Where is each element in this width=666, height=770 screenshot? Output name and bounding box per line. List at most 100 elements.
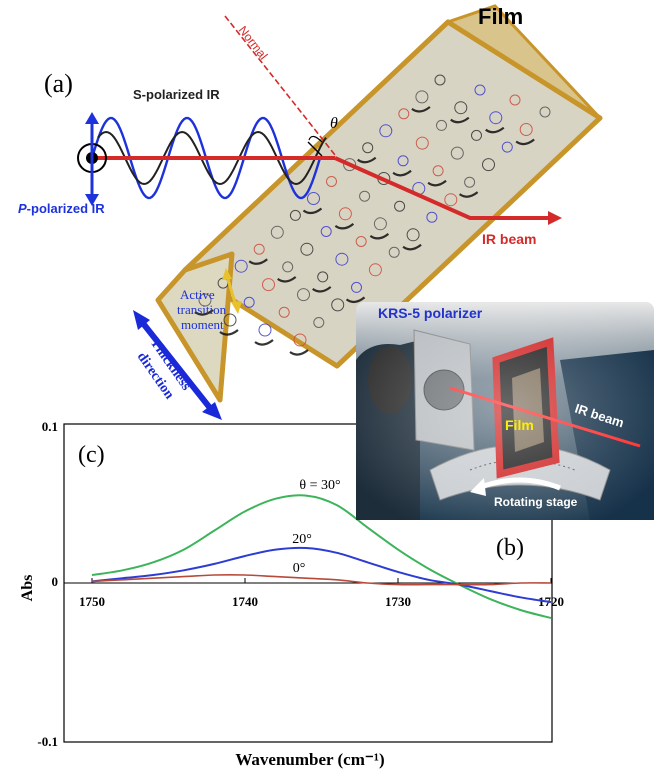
- curve-label-30: θ = 30°: [299, 478, 340, 493]
- molecule-ring: [362, 142, 374, 154]
- molecule-ring: [355, 236, 367, 247]
- molecule-bond: [392, 169, 412, 177]
- molecule-ring: [198, 293, 212, 307]
- molecule-ring: [289, 209, 301, 221]
- film-side-face: [155, 251, 235, 403]
- molecule-bond: [248, 258, 268, 265]
- panel-c-label: (c): [78, 442, 105, 468]
- molecule-ring: [243, 296, 255, 308]
- theta-label: θ: [330, 115, 338, 132]
- p-arrow-up-icon: [85, 112, 99, 124]
- active-label-line2: transition: [177, 302, 227, 317]
- film-label-b: Film: [505, 417, 534, 433]
- molecule-ring: [464, 176, 476, 188]
- transmitted-beam: [334, 156, 548, 220]
- molecule-ring: [519, 123, 533, 136]
- molecule-ring: [444, 193, 458, 207]
- molecule-ring: [253, 243, 265, 255]
- curve-label-0: 0°: [293, 561, 306, 576]
- molecule-ring: [539, 106, 551, 118]
- series-line-theta30: [91, 494, 552, 619]
- molecule-ring: [406, 228, 420, 242]
- y-tick-label-zero: 0: [52, 574, 59, 589]
- photo-highlight: [356, 302, 654, 520]
- molecule-ring: [258, 323, 272, 337]
- rotation-arrow-head-icon: [470, 478, 486, 496]
- molecule-ring: [343, 158, 357, 172]
- molecule-bond: [312, 286, 332, 293]
- molecule-ring: [415, 90, 429, 104]
- molecule-ring: [293, 333, 307, 347]
- molecule-ring: [359, 190, 371, 202]
- s-polarized-wave: [97, 130, 327, 186]
- molecule-ring: [278, 306, 290, 318]
- p-polarized-suffix: -polarized IR: [27, 201, 106, 216]
- molecule-ring: [489, 111, 503, 125]
- molecule-bond: [219, 329, 239, 336]
- molecule-ring: [223, 313, 237, 327]
- molecule-ring: [482, 158, 495, 172]
- molecule-bond: [411, 106, 431, 113]
- molecule-bond: [254, 339, 274, 346]
- molecule-bond: [427, 179, 447, 187]
- molecule-ring: [436, 119, 447, 131]
- molecule-ring: [388, 246, 400, 258]
- molecule-ring: [297, 288, 310, 302]
- molecule-ring: [331, 298, 345, 312]
- molecule-bond: [194, 309, 214, 316]
- transition-moment-arrow: [225, 275, 238, 307]
- molecule-ring: [270, 225, 284, 239]
- active-label-line3: moment: [181, 317, 224, 332]
- x-axis-label: Wavenumber (cm⁻¹): [235, 750, 384, 769]
- s-polarized-label: S-polarized IR: [133, 87, 220, 102]
- x-tick-label-1730: 1730: [385, 594, 411, 609]
- normal-line: [224, 15, 336, 156]
- molecule-bond: [289, 349, 309, 356]
- molecule-ring: [262, 278, 275, 292]
- molecule-ring: [432, 165, 444, 177]
- film-label: Film: [478, 4, 523, 29]
- molecule-ring: [394, 200, 406, 212]
- molecule-bond: [369, 232, 390, 240]
- molecule-ring: [373, 217, 387, 231]
- molecule-ring: [434, 74, 446, 86]
- molecule-ring: [234, 259, 248, 273]
- molecule-bond: [458, 191, 479, 198]
- series-line-theta20: [91, 546, 552, 604]
- molecule-bond: [345, 296, 366, 304]
- y-tick-label-top: 0.1: [42, 419, 58, 434]
- p-arrow-down-icon: [85, 194, 99, 206]
- ir-beam-label-a: IR beam: [482, 231, 536, 247]
- molecule-ring: [474, 84, 486, 96]
- thickness-arrow-end-icon: [202, 402, 222, 420]
- molecule-ring: [471, 129, 482, 141]
- molecule-ring: [509, 94, 521, 106]
- molecule-ring: [426, 211, 438, 223]
- molecule-ring: [313, 317, 325, 328]
- y-tick-marks: [64, 423, 69, 743]
- active-label-line1: Active: [180, 287, 215, 302]
- panel-b-photo: KRS-5 polarizer IR beam Film Rotating st…: [356, 302, 654, 520]
- transition-arrow-down-icon: [231, 301, 242, 314]
- rotation-arrow: [477, 477, 561, 491]
- molecule-bond: [485, 126, 505, 134]
- molecule-bond: [334, 222, 355, 230]
- theta-pointer: [307, 141, 323, 157]
- panel-b-label: (b): [496, 535, 524, 561]
- panel-a-diagram: Normal θ (a) Film S-polarized IR P-polar…: [18, 4, 603, 420]
- molecule-ring: [415, 136, 429, 150]
- theta-arc: [308, 135, 323, 143]
- molecule-ring: [379, 124, 393, 138]
- molecule-bond: [450, 116, 470, 124]
- polarizer-label: KRS-5 polarizer: [378, 305, 483, 321]
- molecule-bond: [402, 243, 422, 251]
- molecule-ring: [320, 226, 332, 237]
- molecule-ring: [317, 271, 329, 283]
- y-tick-label-bottom: -0.1: [37, 734, 58, 749]
- molecule-ring: [282, 261, 294, 273]
- molecule-ring: [450, 146, 464, 160]
- thickness-arrow-shaft: [139, 320, 213, 410]
- x-tick-label-1750: 1750: [79, 594, 105, 609]
- molecule-ring: [501, 141, 513, 153]
